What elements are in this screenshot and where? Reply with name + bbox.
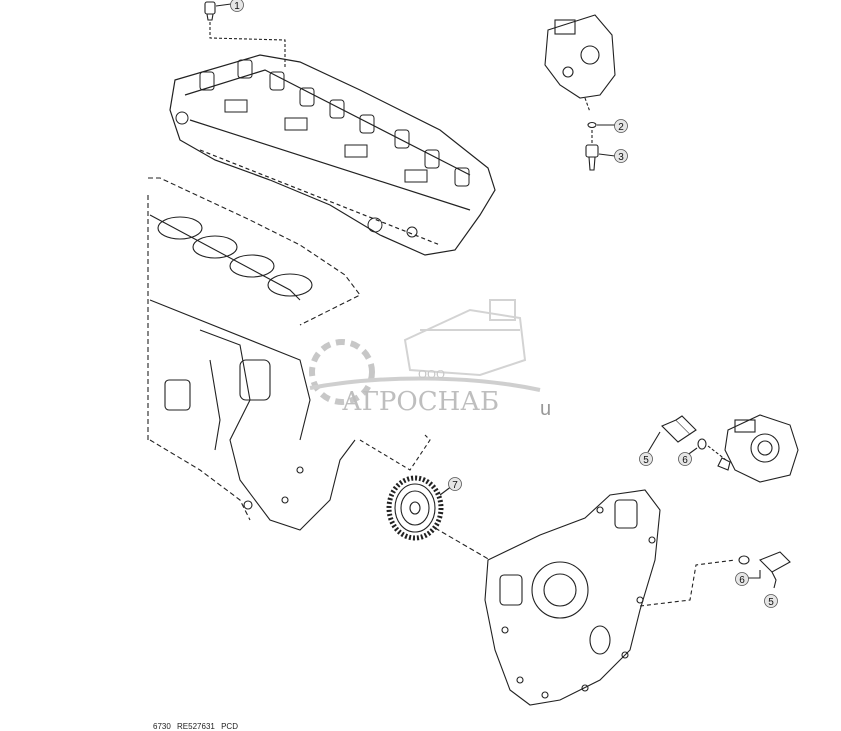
watermark-harvester-icon [403, 299, 527, 377]
callout-number: 2 [618, 122, 624, 133]
injection-pump-top [544, 14, 616, 113]
washer-part-6-lower [738, 555, 750, 565]
washer-part-6-upper [685, 438, 727, 461]
callout-5-upper: 5 [639, 452, 653, 466]
o-ring-part-2 [587, 121, 615, 129]
watermark: ООО АГРОСНАБ u [309, 299, 551, 420]
footer-suffix: PCD [221, 722, 238, 731]
sensor-part-1 [204, 1, 286, 68]
callout-number: 1 [234, 1, 240, 12]
engine-block [147, 177, 431, 531]
figure-footer: 6730 RE527631 PCD [153, 722, 242, 731]
watermark-brand: АГРОСНАБ [342, 387, 499, 417]
callout-number: 6 [739, 575, 745, 586]
callout-5-lower: 5 [764, 594, 778, 608]
sensor-part-3 [585, 130, 616, 171]
callout-7: 7 [448, 477, 462, 491]
gear-part-7 [386, 475, 491, 561]
callout-number: 3 [618, 152, 624, 163]
callout-3: 3 [614, 149, 628, 163]
injection-pump-side [717, 414, 799, 483]
fitting-part-5-upper [647, 415, 697, 453]
watermark-suffix: u [540, 398, 551, 420]
callout-number: 6 [682, 455, 688, 466]
footer-part-ref: RE527631 [177, 722, 215, 731]
footer-code: 6730 [153, 722, 171, 731]
callout-1: 1 [230, 0, 244, 12]
watermark-prefix: ООО [418, 368, 445, 381]
callout-number: 5 [643, 455, 649, 466]
callout-number: 5 [768, 597, 774, 608]
callout-6-upper: 6 [678, 452, 692, 466]
callout-number: 7 [452, 480, 458, 491]
cylinder-head [169, 54, 496, 256]
callout-2: 2 [614, 119, 628, 133]
callout-6-lower: 6 [735, 572, 749, 586]
timing-gear-cover [484, 489, 736, 706]
watermark-gear-icon [309, 339, 375, 405]
